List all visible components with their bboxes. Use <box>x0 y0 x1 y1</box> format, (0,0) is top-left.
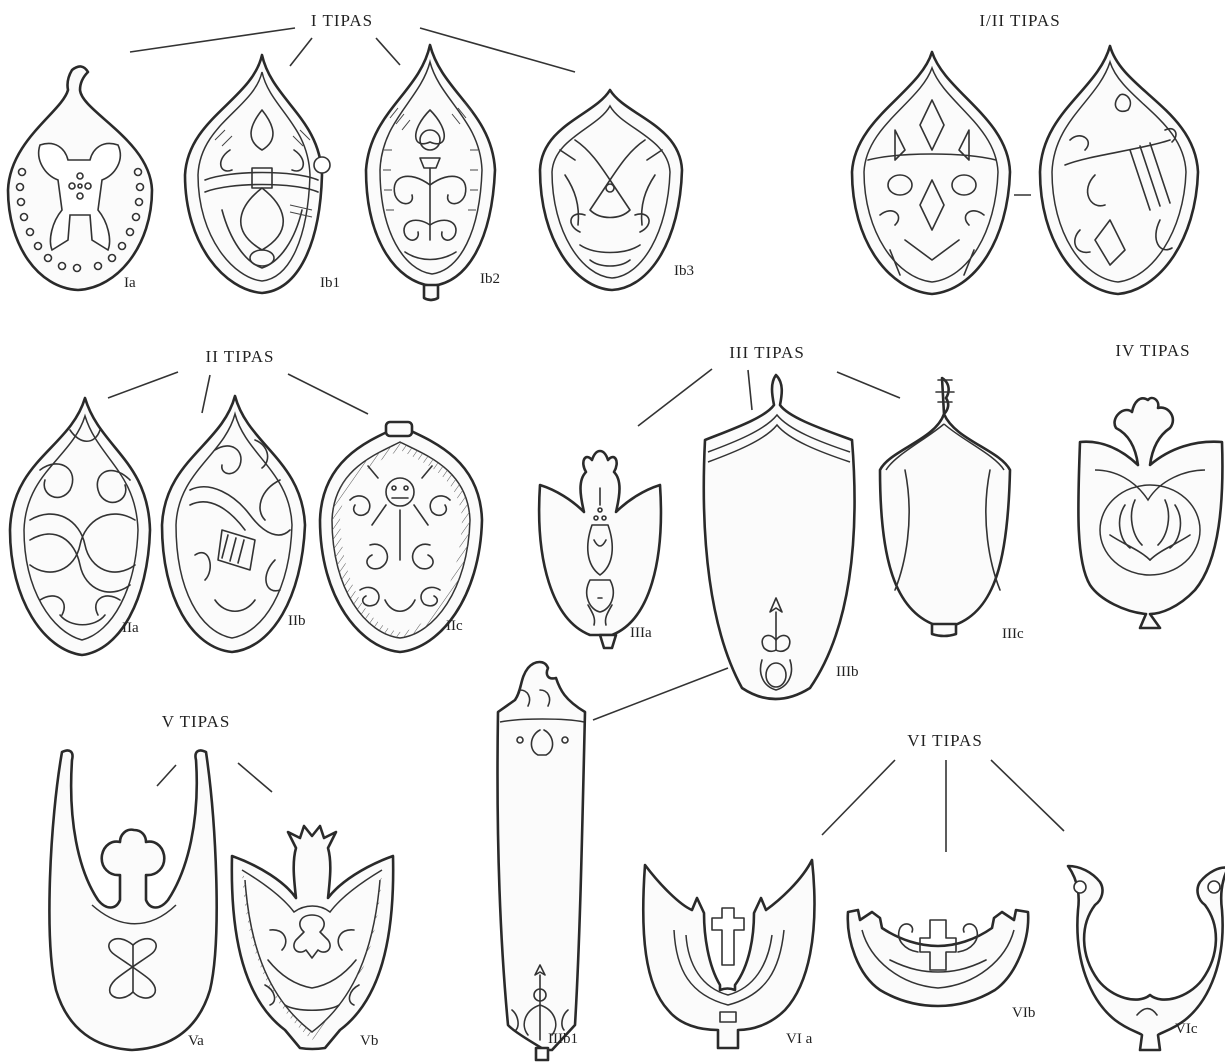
item-VIb: VIb <box>848 910 1036 1021</box>
item-I-II-right <box>1040 46 1198 294</box>
item-IIa: IIa <box>10 398 150 655</box>
label-VIb: VIb <box>1012 1005 1035 1021</box>
label-Ib2: Ib2 <box>480 271 500 287</box>
item-Ib1: Ib1 <box>185 55 340 293</box>
item-Vb: Vb <box>232 826 393 1049</box>
label-IIIb: IIIb <box>836 664 859 680</box>
heading-type-i-ii: I/II TIPAS <box>979 11 1060 30</box>
heading-type-iv: IV TIPAS <box>1115 341 1190 360</box>
item-IIb: IIb <box>162 396 306 652</box>
item-IIIc: IIIc <box>880 378 1024 642</box>
heading-type-iii: III TIPAS <box>729 343 805 362</box>
item-IIIa: IIIa <box>539 451 661 648</box>
label-IIc: IIc <box>446 618 463 634</box>
heading-type-v: V TIPAS <box>162 712 231 731</box>
label-Ia: Ia <box>124 275 136 291</box>
heading-type-ii: II TIPAS <box>206 347 275 366</box>
item-IIIb1: IIIb1 <box>497 662 585 1060</box>
item-IIIb: IIIb <box>704 375 859 699</box>
label-IIIb1: IIIb1 <box>548 1031 578 1047</box>
item-VIa: VI a <box>643 860 814 1048</box>
label-Ib3: Ib3 <box>674 263 694 279</box>
label-Vb: Vb <box>360 1033 378 1049</box>
label-Ib1: Ib1 <box>320 275 340 291</box>
item-Va: Va <box>49 750 216 1050</box>
label-IIb: IIb <box>288 613 306 629</box>
label-Va: Va <box>188 1033 204 1049</box>
label-IIa: IIa <box>122 620 139 636</box>
item-Ib3: Ib3 <box>540 90 694 290</box>
item-IV <box>1078 398 1222 628</box>
label-IIIc: IIIc <box>1002 626 1024 642</box>
item-IIc: IIc <box>320 422 482 652</box>
heading-type-vi: VI TIPAS <box>907 731 983 750</box>
item-VIc: VIc <box>1068 866 1225 1050</box>
item-Ia: Ia <box>8 66 152 291</box>
item-Ib2: Ib2 <box>366 45 500 300</box>
label-IIIa: IIIa <box>630 625 652 641</box>
heading-type-i: I TIPAS <box>311 11 373 30</box>
item-I-II-left <box>852 52 1010 294</box>
label-VIa: VI a <box>786 1031 813 1047</box>
label-VIc: VIc <box>1175 1021 1198 1037</box>
